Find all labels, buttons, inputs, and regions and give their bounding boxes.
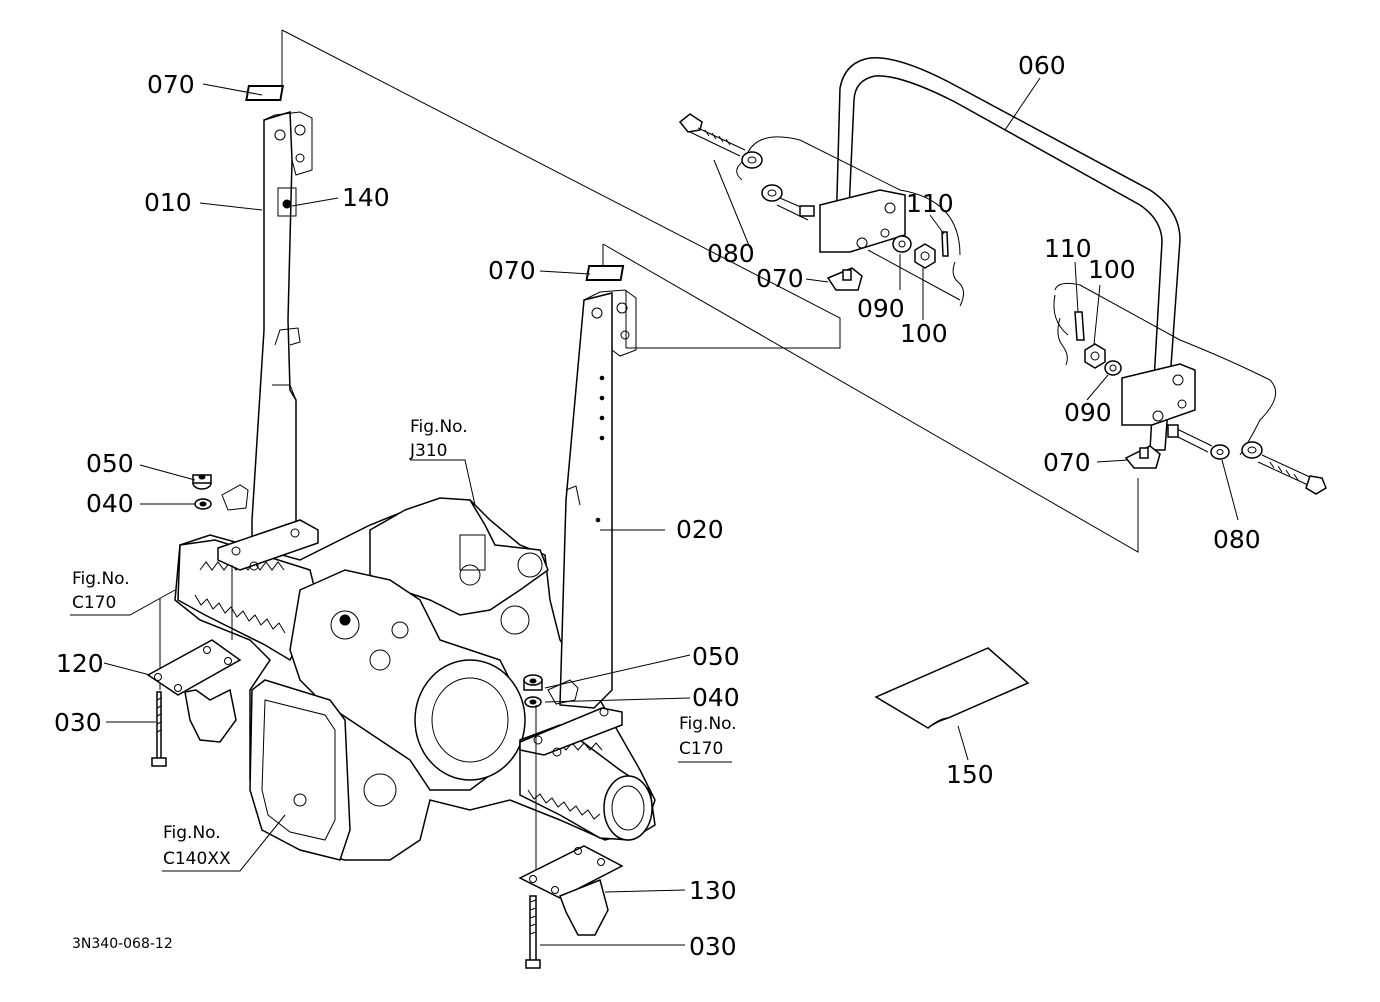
ref-c170a-prefix: Fig.No. [72, 569, 130, 589]
label-090b: 090 [1064, 398, 1112, 427]
ref-c170a-number: C170 [72, 593, 116, 613]
label-150: 150 [946, 760, 994, 789]
label-130: 130 [689, 876, 737, 905]
ref-c140-number: C140XX [163, 849, 231, 869]
label-100a: 100 [900, 319, 948, 348]
left-bracket [146, 565, 242, 767]
label-080a: 080 [707, 239, 755, 268]
left-rops-post [217, 85, 319, 571]
ref-j310-prefix: Fig.No. [410, 417, 468, 437]
right-nut-washer [523, 674, 543, 708]
label-020: 020 [676, 515, 724, 544]
label-070d: 070 [1043, 448, 1091, 477]
label-070c: 070 [756, 264, 804, 293]
label-010: 010 [144, 188, 192, 217]
label-050a: 050 [86, 449, 134, 478]
left-nut-washer [192, 474, 212, 510]
label-040a: 040 [86, 489, 134, 518]
decal-sheet [874, 647, 1030, 729]
upper-hardware [678, 113, 964, 307]
figure-references: Fig.No. J310 Fig.No. C170 Fig.No. C170 F… [72, 417, 737, 869]
label-090a: 090 [857, 294, 905, 323]
ref-c170b-number: C170 [679, 739, 723, 759]
label-120: 120 [56, 649, 104, 678]
right-rops-post [519, 265, 637, 757]
lower-hardware [1053, 282, 1327, 495]
assembly-outline [281, 29, 1139, 553]
label-070a: 070 [147, 70, 195, 99]
post-holes [595, 375, 605, 523]
label-070b: 070 [488, 256, 536, 285]
label-110a: 110 [906, 189, 954, 218]
right-bracket [518, 705, 624, 969]
leader-lines [70, 77, 1239, 946]
label-040b: 040 [692, 683, 740, 712]
ref-c170b-prefix: Fig.No. [679, 714, 737, 734]
label-030a: 030 [54, 708, 102, 737]
label-060: 060 [1018, 51, 1066, 80]
label-110b: 110 [1044, 234, 1092, 263]
part-labels: 070 010 140 050 040 120 030 070 020 050 … [54, 51, 1261, 961]
label-050b: 050 [692, 642, 740, 671]
label-140: 140 [342, 183, 390, 212]
label-080b: 080 [1213, 525, 1261, 554]
drawing-code: 3N340-068-12 [72, 936, 173, 952]
ref-j310-number: J310 [409, 441, 447, 461]
ref-c140-prefix: Fig.No. [163, 823, 221, 843]
label-100b: 100 [1088, 255, 1136, 284]
label-030b: 030 [689, 932, 737, 961]
roll-bar [819, 57, 1196, 451]
